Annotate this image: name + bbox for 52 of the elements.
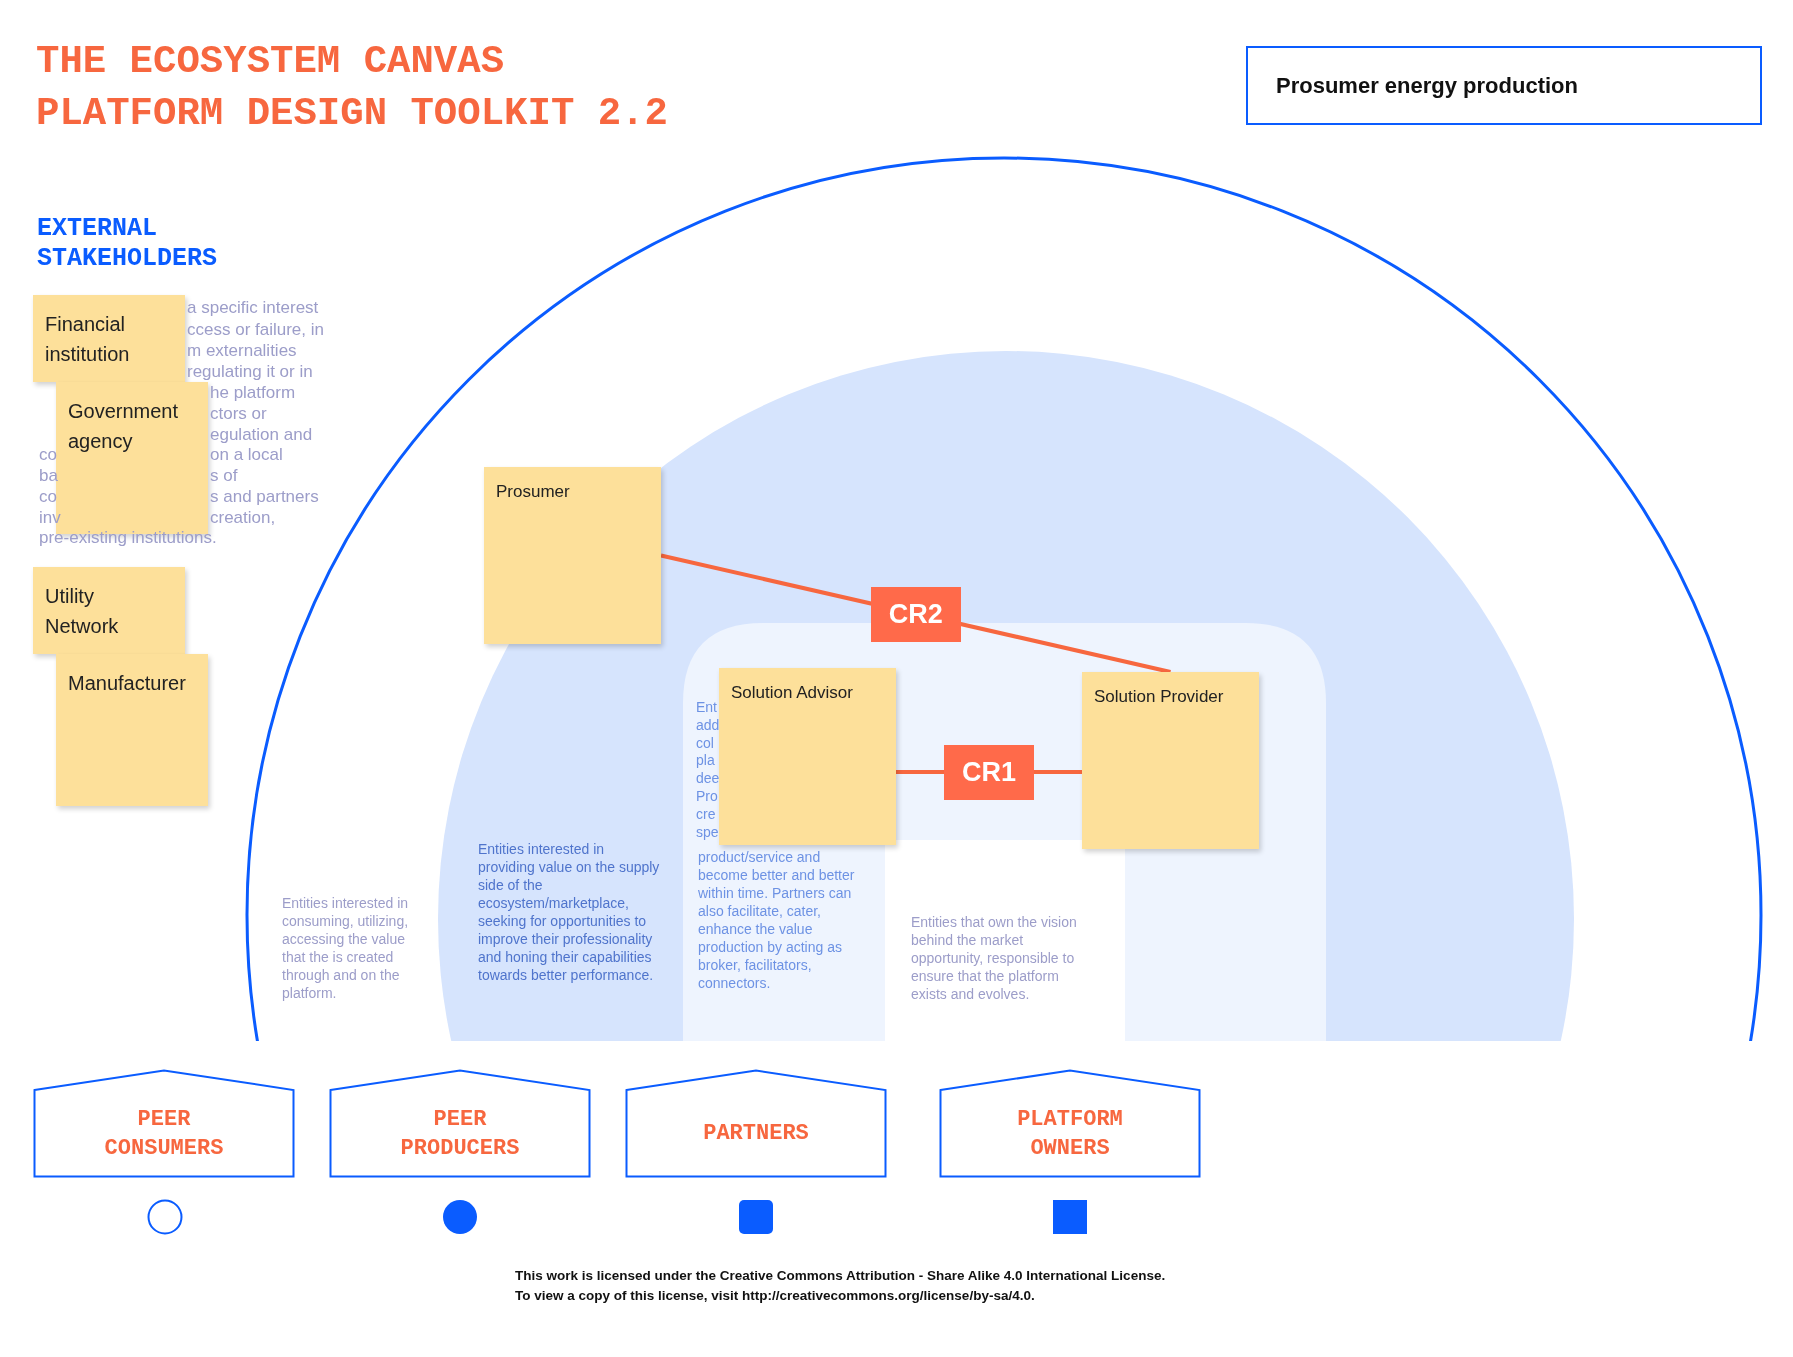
- house-shaped-box: [939, 1069, 1201, 1178]
- note-text: Government agency: [68, 399, 179, 454]
- note-text: Financial institution: [45, 312, 130, 367]
- role-description: Entities that own the vision behind the market opportunity, responsible to ensure that the platform exists and evolves.: [911, 913, 1078, 1003]
- license-note: This work is licensed under the Creative Commons Attribution - Share Alike 4.0 International License.: [515, 1268, 1166, 1285]
- description-fragment: dee: [696, 770, 720, 787]
- scenario-title: Prosumer energy production: [1276, 72, 1578, 99]
- role-label: PEER CONSUMERS: [103, 1105, 225, 1163]
- description-fragment: a specific interest: [187, 298, 319, 319]
- description-fragment: Pro: [696, 788, 718, 805]
- description-fragment: regulating it or in: [187, 362, 313, 383]
- description-fragment: s of: [210, 466, 238, 487]
- description-fragment: col: [696, 734, 714, 752]
- description-fragment: add: [696, 716, 720, 734]
- note-text: Solution Provider: [1094, 686, 1225, 708]
- description-fragment: egulation and: [210, 425, 313, 446]
- description-fragment: s and partners: [210, 487, 319, 508]
- note-text: Utility Network: [45, 584, 119, 639]
- role-description: product/service and become better and better within time. Partners can also facilitate, cater, enhance the value production by acting as broker, facilitators, connectors.: [698, 848, 856, 992]
- edge-label: CR2: [870, 586, 961, 642]
- role-description: Entities interested in consuming, utilizing, accessing the value that the is created through and on the platform.: [282, 894, 410, 1002]
- sticky-note: [484, 467, 661, 644]
- section-heading: EXTERNAL STAKEHOLDERS: [37, 214, 219, 274]
- sticky-note: [56, 654, 208, 806]
- role-label: PEER PRODUCERS: [399, 1105, 521, 1163]
- description-fragment: he platform: [210, 383, 296, 404]
- sticky-note: [33, 295, 185, 382]
- description-fragment: ctors or: [210, 404, 267, 425]
- house-shaped-box: [33, 1069, 295, 1178]
- title: THE ECOSYSTEM CANVAS PLATFORM DESIGN TOOLKIT 2.2: [36, 39, 669, 138]
- sticky-note: [719, 668, 896, 845]
- sticky-note: [33, 567, 185, 654]
- role-description: Entities interested in providing value on the supply side of the ecosystem/marketplace, seeking for opportunities to improve their professionality and honing their capabilities towards better performance.: [478, 840, 661, 984]
- edge-label: CR1: [944, 744, 1034, 800]
- description-fragment: Ent: [696, 699, 717, 716]
- description-fragment: pre-existing institutions.: [39, 528, 217, 549]
- scenario-title-box: [1246, 46, 1762, 125]
- note-text: Manufacturer: [68, 671, 186, 696]
- description-fragment: spe: [696, 823, 719, 841]
- description-fragment: on a local: [210, 445, 283, 466]
- role-label: PARTNERS: [703, 1120, 809, 1148]
- description-fragment: cre: [696, 805, 716, 823]
- note-text: Solution Advisor: [731, 682, 854, 704]
- description-fragment: m externalities: [187, 341, 297, 362]
- description-fragment: creation,: [210, 508, 276, 529]
- role-label: PLATFORM OWNERS: [1016, 1105, 1124, 1163]
- house-shaped-box: [625, 1069, 887, 1178]
- note-text: Prosumer: [496, 481, 571, 503]
- house-shaped-box: [329, 1069, 591, 1178]
- license-note: To view a copy of this license, visit http://creativecommons.org/license/by-sa/4.0.: [515, 1288, 1035, 1305]
- sticky-note: [1082, 672, 1259, 849]
- description-fragment: ccess or failure, in: [187, 320, 324, 341]
